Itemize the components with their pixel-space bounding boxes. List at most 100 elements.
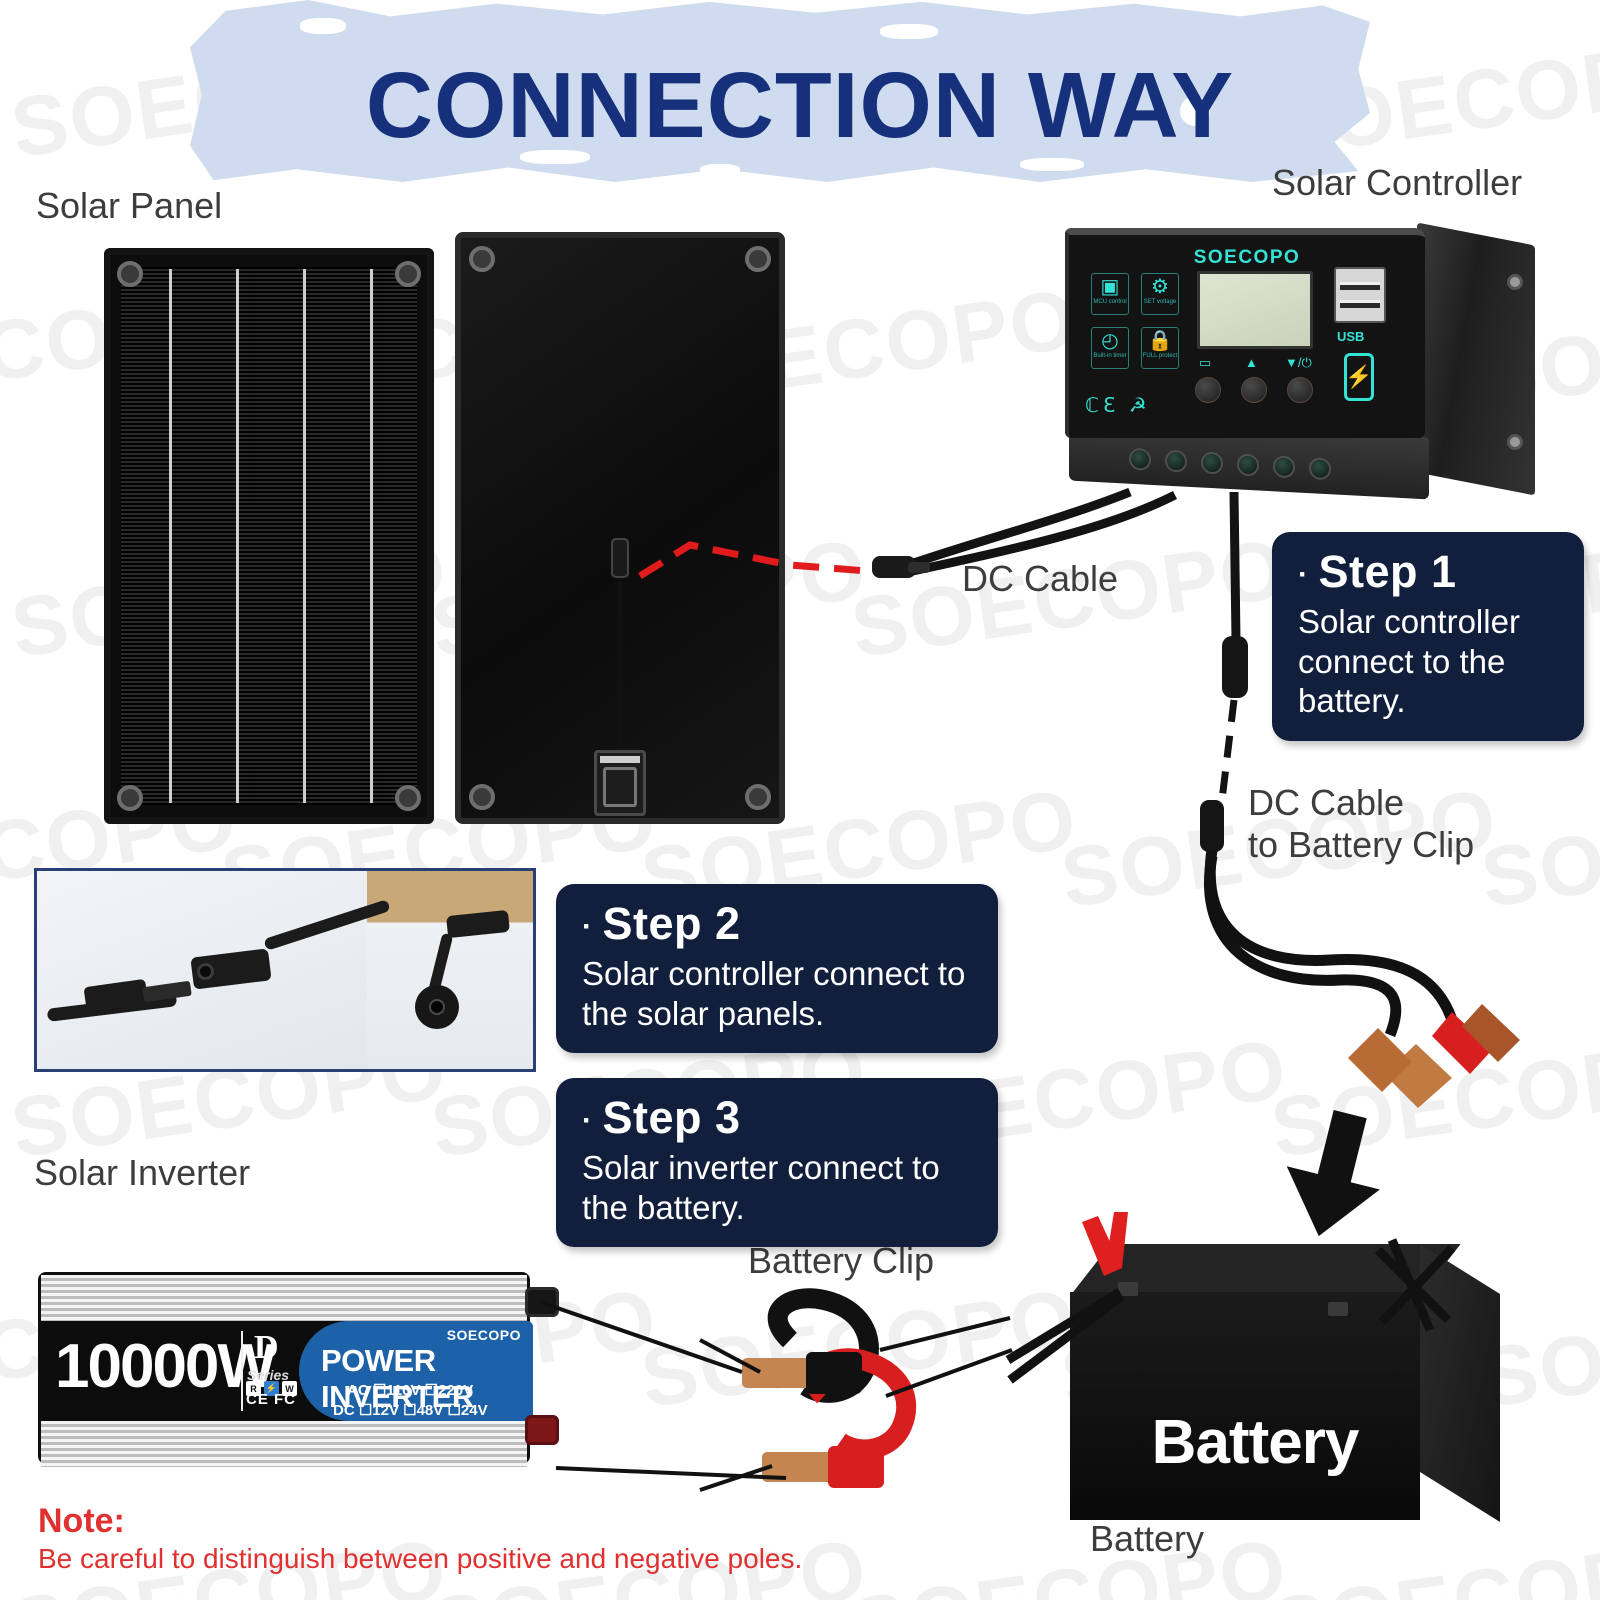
inverter-d-mark: D	[254, 1329, 279, 1366]
inverter-series: Series	[247, 1367, 290, 1383]
watermark-text: SOECOPO	[845, 1520, 1294, 1600]
step-1-title: ·Step 1	[1298, 546, 1558, 598]
inverter-cert-marks: CE FC	[246, 1391, 296, 1408]
badge-r: R	[246, 1381, 261, 1396]
clip-copper-jaw-3	[1462, 1004, 1520, 1062]
step-1-body: Solar controller connect to the battery.	[1298, 603, 1520, 720]
clip-red-jaw	[762, 1452, 844, 1482]
label-dc-cable: DC Cable	[962, 558, 1119, 599]
controller-to-battery-wire	[1229, 491, 1241, 641]
banner-speck	[880, 24, 938, 39]
inverter-positive-terminal	[525, 1415, 559, 1445]
clip-red-cable	[805, 1348, 917, 1460]
battery-positive-terminal	[1118, 1282, 1138, 1296]
step-1-title-text: Step 1	[1318, 546, 1457, 597]
usb-ports[interactable]	[1334, 267, 1386, 323]
grommet	[117, 785, 143, 811]
set-voltage-icon: ⚙ SET voltage	[1141, 273, 1179, 315]
step-3-title-text: Step 3	[602, 1092, 741, 1143]
controller-mount-hole	[1507, 434, 1523, 450]
label-battery: Battery	[1090, 1518, 1205, 1559]
step-3-bullet: ·	[582, 1104, 593, 1138]
full-protect-glyph: 🔒	[1147, 330, 1173, 352]
ce-rohs-marks: ℂℇ ☭	[1085, 395, 1151, 417]
grommet	[745, 246, 771, 272]
step-1-box: ·Step 1 Solar controller connect to the …	[1272, 532, 1584, 741]
label-dc-cable-to-battery-clip: DC Cable to Battery Clip	[1248, 782, 1475, 865]
inverter-label-panel: 10000W D Series R ⚡ W CE FC SOECOPO POWE…	[41, 1321, 533, 1421]
up-button-cap: ▲	[1245, 355, 1258, 370]
terminal-screw	[1165, 449, 1187, 473]
mcu-control-icon: ▣ MCU control	[1091, 273, 1129, 315]
banner-speck	[1020, 158, 1084, 171]
built-in-timer-icon: ◴ Built-in timer	[1091, 327, 1129, 369]
inverter-divider	[241, 1331, 243, 1411]
title-banner	[190, 0, 1370, 182]
clip-copper-jaw-2	[1348, 1028, 1412, 1092]
busbar	[236, 269, 239, 803]
solar-inverter: 10000W D Series R ⚡ W CE FC SOECOPO POWE…	[38, 1272, 559, 1467]
label-solar-controller: Solar Controller	[1272, 162, 1523, 203]
watermark-text: SOECOPO	[1265, 1020, 1600, 1176]
step-2-body: Solar controller connect to the solar pa…	[582, 955, 966, 1032]
battery-case-text: Battery	[1151, 1408, 1360, 1477]
clip-black-cable	[767, 1288, 879, 1403]
banner-speck	[520, 150, 590, 164]
terminal-screw	[1309, 457, 1331, 481]
dc-cable-wire	[903, 487, 1132, 571]
dc-cable-dashed-segment	[1218, 699, 1238, 801]
busbar	[169, 269, 172, 803]
built-in-timer-caption: Built-in timer	[1093, 353, 1127, 359]
step-2-bullet: ·	[582, 910, 593, 944]
clip-black-jaw	[742, 1358, 824, 1388]
banner-speck	[1180, 96, 1210, 126]
dc-barrel-connector	[1222, 636, 1248, 698]
solar-controller: SOECOPO ▣ MCU control ⚙ SET voltage ◴ Bu…	[1065, 222, 1535, 502]
junction-box	[594, 750, 646, 816]
inverter-ac-options: AC ☐110V ☐220V	[347, 1382, 474, 1399]
inverter-dc-options: DC ☐12V ☐48V ☐24V	[333, 1402, 488, 1419]
step-2-box: ·Step 2 Solar controller connect to the …	[556, 884, 998, 1054]
panel-connector-socket	[429, 999, 445, 1015]
inverter-brand: SOECOPO	[446, 1327, 521, 1343]
note-title: Note:	[38, 1502, 125, 1540]
full-protect-icon: 🔒 FULL protect	[1141, 327, 1179, 369]
usb-slot	[1340, 299, 1380, 308]
grommet	[469, 246, 495, 272]
grommet	[745, 784, 771, 810]
terminal-screw	[1201, 451, 1223, 475]
busbar	[370, 269, 373, 803]
badge-w: W	[282, 1381, 297, 1396]
full-protect-caption: FULL protect	[1142, 353, 1178, 359]
dc-connector-photo-inset	[34, 868, 536, 1072]
watermark-text: SOECOPO	[1265, 1520, 1600, 1600]
clip-copper-jaw	[1384, 1044, 1452, 1108]
menu-button-cap: ▭	[1199, 355, 1212, 370]
inverter-wattage: 10000W	[55, 1332, 276, 1401]
down-button[interactable]	[1287, 377, 1313, 403]
junction-box-slot	[600, 756, 640, 763]
panel-dc-plug	[611, 538, 629, 578]
controller-side	[1417, 222, 1535, 496]
badge-blue: ⚡	[264, 1381, 279, 1396]
controller-lcd-screen	[1197, 271, 1313, 349]
dc-plug-to-clip	[1200, 800, 1224, 852]
flow-arrow-to-battery	[1286, 1110, 1380, 1237]
label-solar-panel: Solar Panel	[36, 185, 223, 226]
built-in-timer-glyph: ◴	[1101, 330, 1119, 352]
inverter-bottom-fins	[41, 1421, 527, 1467]
mcu-control-glyph: ▣	[1100, 276, 1120, 298]
menu-button[interactable]	[1195, 377, 1221, 403]
junction-box-lead	[617, 578, 623, 760]
up-button[interactable]	[1241, 377, 1267, 403]
clip-black-handle	[806, 1352, 862, 1394]
inverter-top-fins	[41, 1275, 527, 1321]
clip-leader-lines	[539, 1300, 1013, 1492]
controller-faceplate: SOECOPO ▣ MCU control ⚙ SET voltage ◴ Bu…	[1065, 228, 1425, 438]
set-voltage-glyph: ⚙	[1151, 276, 1169, 298]
inset-right-photo	[367, 871, 533, 1069]
label-solar-inverter: Solar Inverter	[34, 1152, 251, 1193]
terminal-screw	[1237, 453, 1259, 477]
inverter-product-name: POWER INVERTER	[321, 1343, 474, 1414]
